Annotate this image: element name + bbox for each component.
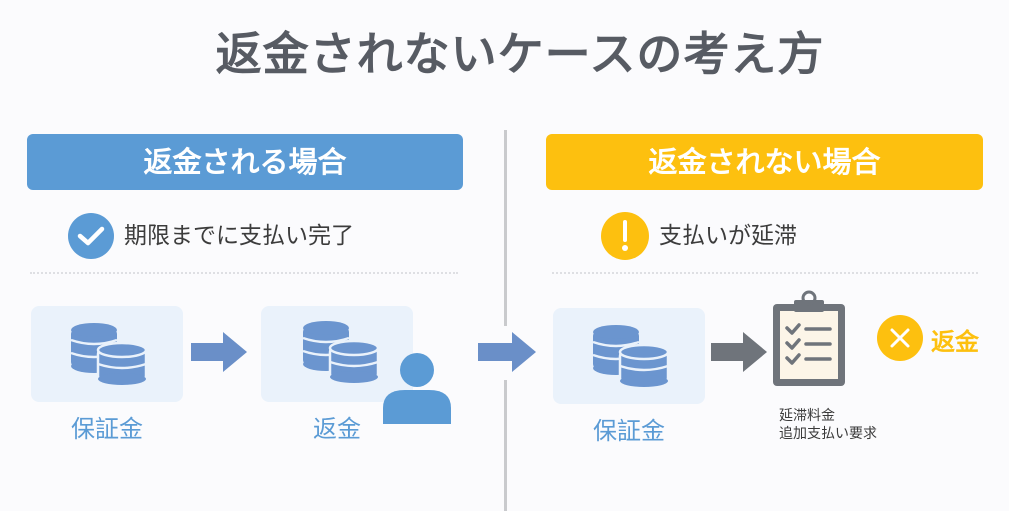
arrow-right-icon <box>711 332 767 372</box>
no-refund-label: 返金 <box>931 328 979 356</box>
check-circle-icon <box>68 213 114 259</box>
page-title: 返金されないケースの考え方 <box>215 27 825 81</box>
refund-case-header: 返金される場合 <box>27 134 463 190</box>
refund-label: 返金 <box>313 415 361 443</box>
arrow-right-icon <box>191 332 247 372</box>
deposit-label: 保証金 <box>593 417 665 445</box>
deposit-card <box>31 306 183 402</box>
late-fee-caption-line: 延滞料金 <box>779 408 835 424</box>
deposit-card <box>553 308 705 404</box>
dotted-divider <box>30 272 458 274</box>
coins-icon <box>592 325 670 387</box>
refund-card <box>261 306 413 402</box>
no-refund-case-header: 返金されない場合 <box>546 134 983 190</box>
deposit-label: 保証金 <box>71 415 143 443</box>
center-divider-top <box>504 130 507 326</box>
coins-icon <box>302 321 380 383</box>
dotted-divider <box>552 272 978 274</box>
arrow-right-icon <box>478 332 536 372</box>
center-divider-bottom <box>504 380 507 511</box>
late-fee-caption-line: 追加支払い要求 <box>779 426 877 442</box>
exclamation-circle-icon <box>601 212 649 260</box>
late-fee-caption: 延滞料金 追加支払い要求 <box>779 407 877 443</box>
coins-icon <box>70 323 148 385</box>
x-circle-icon <box>877 315 923 361</box>
clipboard-checklist-icon <box>773 290 845 386</box>
refund-condition-text: 期限までに支払い完了 <box>124 223 354 249</box>
no-refund-condition-text: 支払いが延滞 <box>659 223 797 249</box>
person-icon <box>383 353 451 424</box>
